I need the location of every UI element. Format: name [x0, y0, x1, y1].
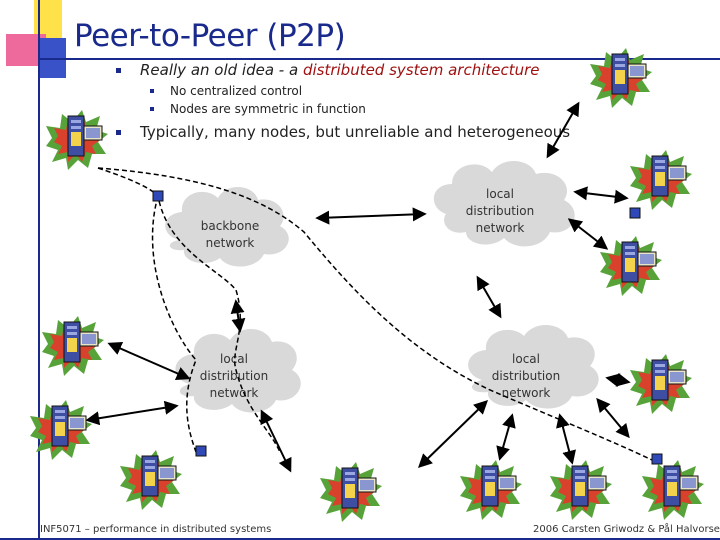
slide-title: Peer-to-Peer (P2P) — [74, 18, 346, 54]
backbone-label-line1: backbone — [201, 219, 259, 233]
peer-computer-icon — [41, 315, 105, 377]
link-local-bottom-left-to-peer-bottom — [260, 409, 292, 473]
peer-computer-icon — [29, 399, 93, 461]
node-square — [152, 190, 164, 202]
cloud-local-network-bottom-left — [175, 328, 301, 413]
overlay-path-diagonal — [97, 167, 653, 461]
node-square — [651, 453, 663, 465]
footer-rule — [0, 538, 720, 540]
peer-computer-icon — [641, 459, 705, 521]
bullet-old-idea-text: Really an old idea - a — [140, 61, 303, 79]
local-network-top-right-line2: distribution — [466, 204, 534, 218]
node-square — [629, 207, 641, 219]
peer-computer-icon — [589, 47, 653, 109]
link-local-bottom-right-to-peer-bottom — [556, 413, 576, 465]
link-backbone-to-local-top — [315, 207, 427, 225]
node-squares — [152, 190, 663, 465]
node-square — [195, 445, 207, 457]
local-network-bottom-left-line2: distribution — [200, 369, 268, 383]
sub-bullet-marker — [150, 89, 154, 93]
left-rule — [38, 0, 40, 540]
local-network-top-right-line3: network — [476, 221, 525, 235]
bullet-marker — [116, 68, 121, 73]
peer-computer-icon — [45, 109, 109, 171]
link-local-top-to-peer-lower-right — [567, 218, 609, 250]
peer-computer-icon — [629, 149, 693, 211]
link-local-bottom-right-to-peer-bottom-right — [596, 397, 630, 439]
sub-bullet-no-central-control: No centralized control — [170, 84, 303, 98]
link-local-top-to-peer-right — [573, 186, 629, 204]
local-network-bottom-right-line2: distribution — [492, 369, 560, 383]
network-links — [85, 101, 631, 473]
local-network-top-right-line1: local — [486, 187, 514, 201]
local-network-bottom-right-line3: network — [502, 386, 551, 400]
peer-computer-icon — [549, 459, 613, 521]
bullet-many-nodes: Typically, many nodes, but unreliable an… — [140, 123, 571, 141]
footer-course: INF5071 – performance in distributed sys… — [40, 524, 272, 535]
sub-bullet-marker — [150, 107, 154, 111]
local-network-bottom-left-line3: network — [210, 386, 259, 400]
backbone-label-line2: network — [206, 236, 255, 250]
peer-computer-icon — [629, 353, 693, 415]
title-rule — [40, 58, 720, 60]
peer-computer-icon — [319, 461, 383, 523]
cloud-local-network-bottom-right — [468, 324, 599, 409]
link-local-top-to-peer-top-right — [546, 101, 580, 159]
local-network-bottom-right-line1: local — [512, 352, 540, 366]
link-local-bottom-left-to-peer-lower-left — [85, 400, 179, 426]
sub-bullet-symmetric-nodes: Nodes are symmetric in function — [170, 102, 366, 116]
overlay-path-down — [151, 195, 197, 453]
bullet-old-idea-highlight: distributed system architecture — [302, 61, 540, 79]
link-local-bottom-right-to-peer-bottom-center — [496, 413, 516, 461]
peer-computer-icon — [599, 235, 663, 297]
cloud-backbone-network — [165, 186, 289, 267]
link-local-bottom-right-to-peer-right — [605, 372, 631, 388]
bullet-old-idea: Really an old idea - a distributed syste… — [140, 61, 540, 79]
cloud-local-network-top-right — [433, 160, 575, 247]
link-local-bottom-left-to-peer-left — [107, 342, 191, 380]
peer-computer-icon — [119, 449, 183, 511]
peer-computer-icon — [459, 459, 523, 521]
link-local-top-to-local-bottom-right — [476, 275, 502, 319]
bullet-marker — [116, 130, 121, 135]
footer-copyright: 2006 Carsten Griwodz & Pål Halvorsen — [533, 524, 720, 535]
link-local-bottom-right-to-peer-bottom-left — [417, 400, 489, 468]
local-network-bottom-left-line1: local — [220, 352, 248, 366]
